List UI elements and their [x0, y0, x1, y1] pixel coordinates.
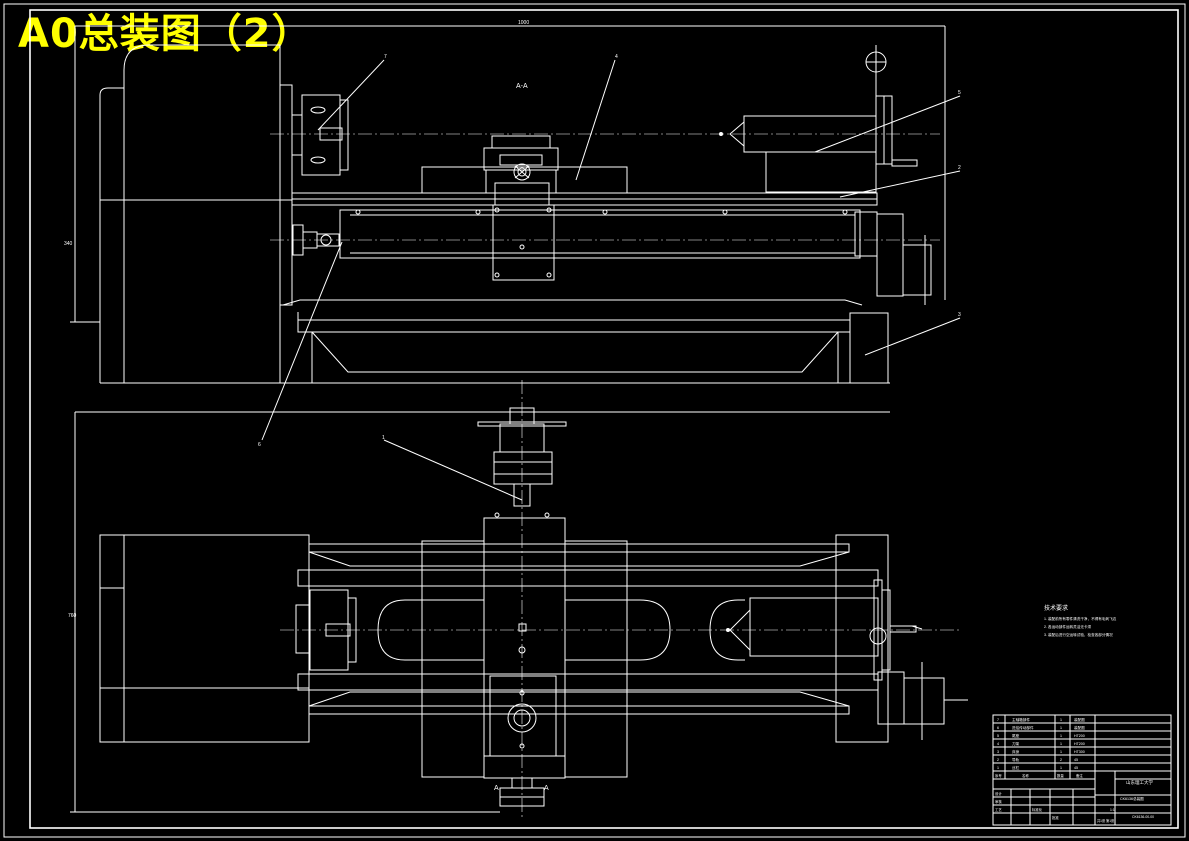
parts-cell-no: 2: [997, 758, 999, 762]
section-label: A-A: [516, 83, 528, 90]
drawing-name: CK6136总装图: [1120, 796, 1144, 801]
parts-cell-no: 3: [997, 750, 999, 754]
sheet-count: 共1张 第1张: [1097, 818, 1115, 823]
role-label: 审核: [995, 799, 1002, 804]
cut-marker-left: A: [494, 785, 499, 792]
dim-top-length: 1000: [518, 20, 529, 26]
tech-req-line: 3. 装配后进行空运转试验，检查各部分情况: [1044, 632, 1113, 637]
cut-marker-right: A: [544, 785, 549, 792]
balloon-7: 7: [384, 54, 387, 60]
parts-cell-name: 刀架: [1012, 741, 1020, 746]
balloon-4: 4: [615, 54, 618, 60]
role-label: 标准化: [1032, 807, 1043, 812]
parts-cell-name: 床身: [1012, 749, 1020, 754]
plan-view: 760: [68, 380, 968, 818]
tech-requirements: 技术要求 1. 装配前所有零件清洗干净，不得有毛刺飞边 2. 各运动部件运转灵活…: [1044, 604, 1117, 637]
parts-cell-name: 主轴箱部件: [1012, 717, 1030, 722]
role-label: 工艺: [995, 807, 1002, 812]
parts-cell-qty: 1: [1060, 742, 1062, 746]
role-label: 批准: [1052, 815, 1059, 820]
title-block: [992, 714, 1172, 826]
dim-left-height-bottom: 760: [68, 613, 77, 619]
sheet-border-outer: [3, 3, 1186, 838]
parts-cell-qty: 1: [1060, 766, 1062, 770]
parts-cell-note: HT200: [1074, 742, 1085, 746]
leader-lines: 7 4 5 2 3 6 1: [258, 54, 961, 501]
parts-cell-name: 丝杠: [1012, 765, 1020, 770]
header-cell: 序号: [995, 773, 1002, 778]
tech-req-line: 2. 各运动部件运转灵活无卡滞: [1044, 624, 1092, 629]
parts-cell-note: 装配图: [1074, 725, 1085, 730]
parts-cell-qty: 1: [1060, 750, 1062, 754]
parts-cell-no: 5: [997, 734, 999, 738]
parts-cell-note: HT200: [1074, 734, 1085, 738]
scale: 1:1: [1110, 808, 1115, 812]
balloon-5: 5: [958, 90, 961, 96]
role-label: 设计: [995, 791, 1002, 796]
parts-cell-qty: 1: [1060, 726, 1062, 730]
header-cell: 名称: [1022, 773, 1029, 778]
parts-cell-no: 7: [997, 718, 999, 722]
dim-left-height-top: 340: [64, 241, 73, 247]
parts-cell-name: 进给传动部件: [1012, 725, 1034, 730]
parts-cell-no: 4: [997, 742, 999, 746]
school-name: 山东理工大学: [1126, 779, 1153, 786]
tech-req-line: 1. 装配前所有零件清洗干净，不得有毛刺飞边: [1044, 616, 1117, 621]
front-view: 1000 340 A-A: [64, 20, 946, 384]
parts-cell-no: 1: [997, 766, 999, 770]
parts-cell-name: 导轨: [1012, 757, 1020, 762]
header-cell: 数量: [1057, 773, 1064, 778]
parts-cell-qty: 2: [1060, 758, 1062, 762]
parts-cell-note: HT300: [1074, 750, 1085, 754]
balloon-1: 1: [382, 435, 385, 441]
sheet-border-inner: [29, 9, 1179, 829]
balloon-2: 2: [958, 165, 961, 171]
parts-cell-note: 45: [1074, 758, 1078, 762]
tech-req-heading: 技术要求: [1044, 604, 1068, 612]
parts-cell-name: 尾座: [1012, 733, 1020, 738]
parts-cell-note: 45: [1074, 766, 1078, 770]
header-cell: 备注: [1076, 773, 1083, 778]
drawing-number: CK6136-00-00: [1132, 815, 1154, 819]
balloon-6: 6: [258, 442, 261, 448]
drawing-title: A0总装图（2）: [18, 11, 313, 57]
balloon-3: 3: [958, 312, 961, 318]
parts-cell-qty: 1: [1060, 718, 1062, 722]
parts-cell-no: 6: [997, 726, 999, 730]
parts-cell-qty: 1: [1060, 734, 1062, 738]
parts-cell-note: 装配图: [1074, 717, 1085, 722]
title-block-text: 山东理工大学 CK6136总装图 CK6136-00-00 1:1 共1张 第1…: [995, 773, 1154, 823]
